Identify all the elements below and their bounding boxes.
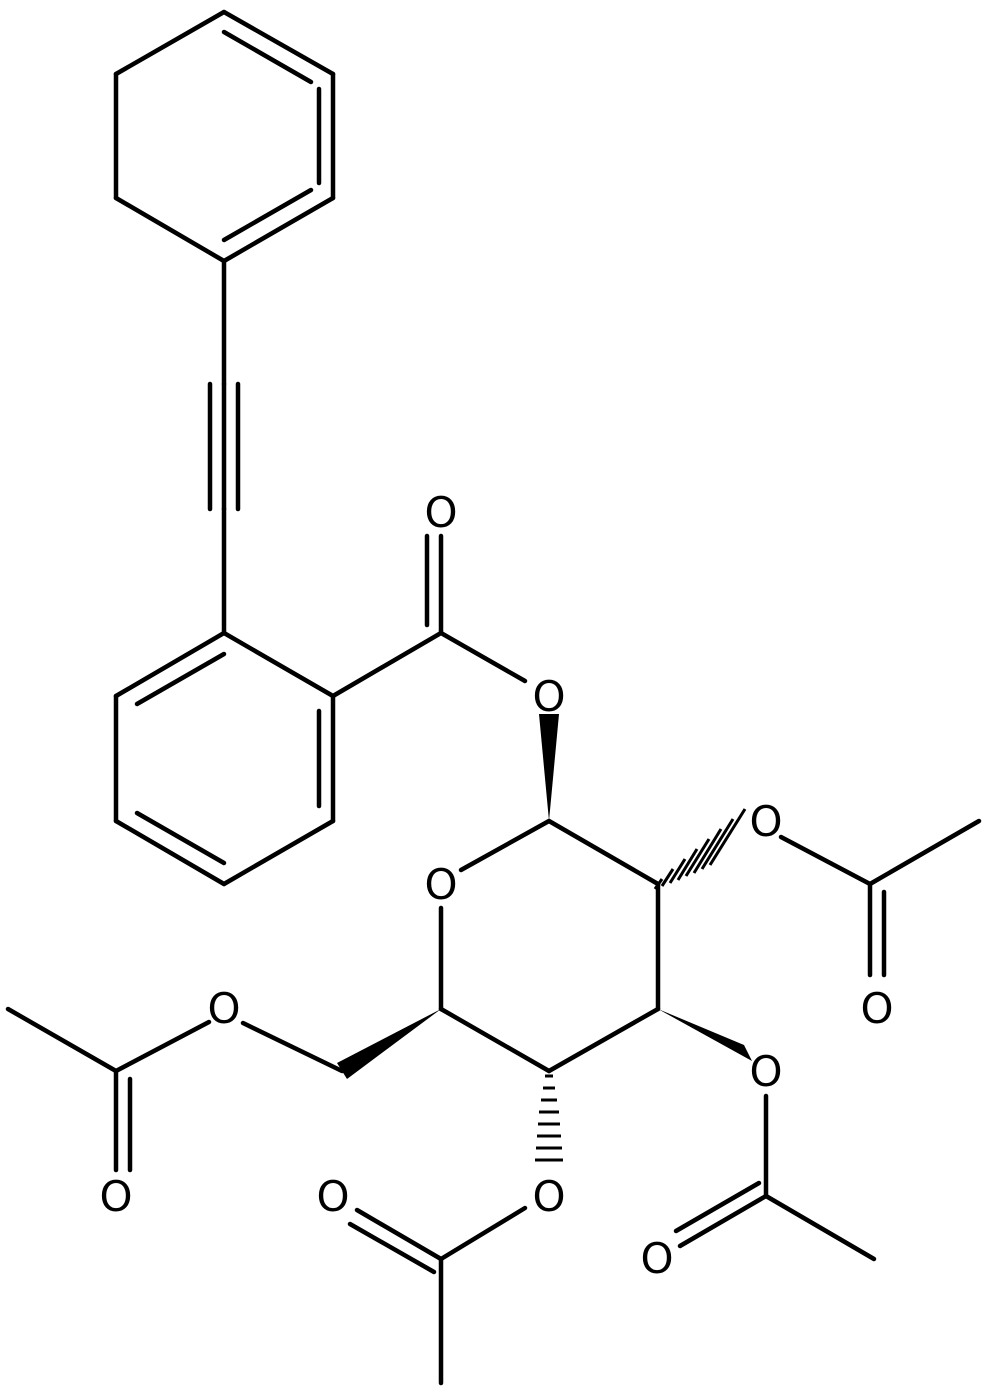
c5-wedge-bond <box>337 1009 441 1079</box>
c3-acetyl <box>673 1093 877 1262</box>
c4-acetoxy-oxygen-label: O <box>532 1172 565 1221</box>
phenyl-ring <box>113 9 336 264</box>
c4-carbonyl-oxygen-label: O <box>316 1172 349 1221</box>
c6-acetoxy-oxygen-label: O <box>207 984 240 1033</box>
ring-oxygen-label: O <box>424 860 457 909</box>
c6-carbonyl-oxygen-label: O <box>99 1172 132 1221</box>
c2-acetoxy-oxygen-label: O <box>749 797 782 846</box>
c3-carbonyl-oxygen-label: O <box>640 1234 673 1283</box>
ester-group <box>330 533 528 699</box>
benzoate-ring <box>113 630 336 887</box>
alkyne-linker <box>207 258 241 636</box>
c1-wedge-bond <box>539 714 559 821</box>
atom-labels: O O O O O O O O O O O <box>99 488 893 1283</box>
carbonyl-oxygen-label: O <box>424 488 457 537</box>
c4-acetyl <box>347 1205 528 1386</box>
ester-oxygen-label: O <box>532 672 565 721</box>
c2-acetyl <box>778 818 982 978</box>
c3-wedge-bond <box>658 1009 752 1061</box>
c3-acetoxy-oxygen-label: O <box>749 1047 782 1096</box>
c2-hash-bond <box>653 808 747 890</box>
pyranose-ring <box>438 818 661 1074</box>
c4-hash-bond <box>535 1074 563 1162</box>
c2-carbonyl-oxygen-label: O <box>860 984 893 1033</box>
c6-acetyl <box>5 1006 345 1173</box>
